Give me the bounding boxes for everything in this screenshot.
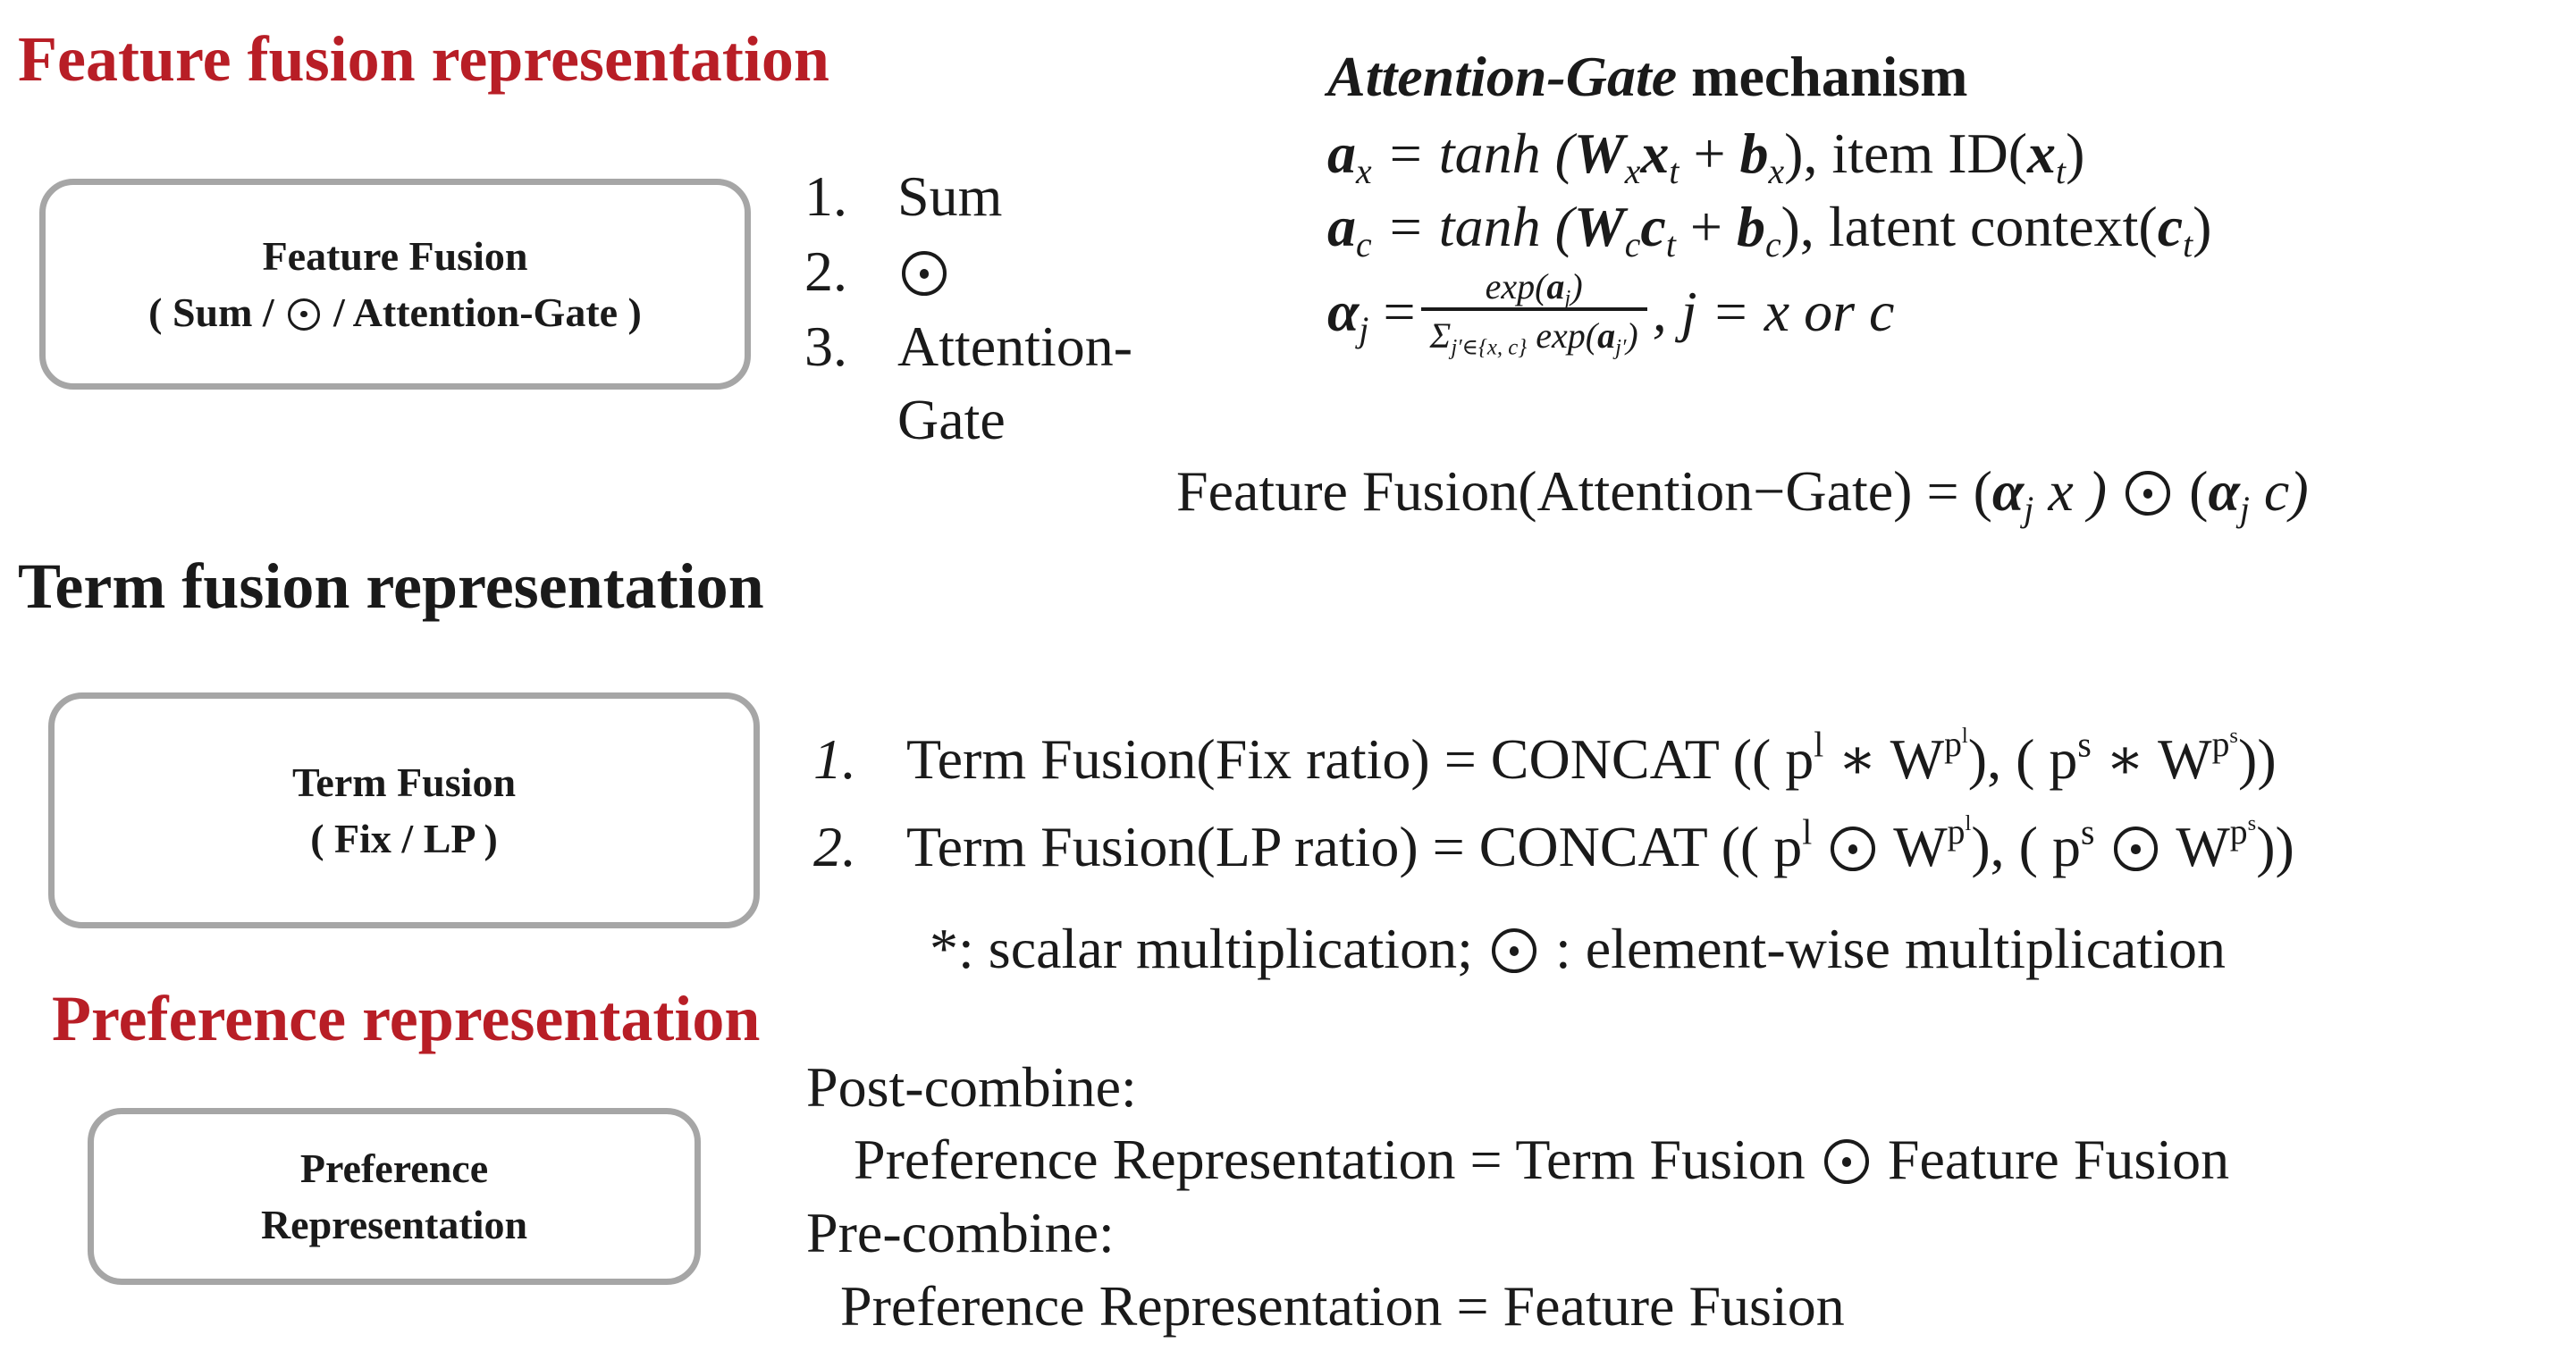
feature-fusion-heading: Feature fusion representation [18,23,829,95]
fusion-option-3-cont: Gate [897,388,1006,451]
eq-a-c: ac = tanh (Wcct + bc), latent context(ct… [1327,195,2212,264]
circled-dot-icon [902,251,947,297]
term-fusion-eq-lp: 2.Term Fusion(LP ratio) = CONCAT (( pl W… [813,811,2294,878]
operator-legend: *: scalar multiplication; : element-wise… [930,917,2226,980]
eq-a-x: ax = tanh (Wxxt + bx), item ID(xt) [1327,122,2085,191]
feature-fusion-equation: Feature Fusion(Attention−Gate) = (αj x )… [1176,459,2309,529]
term-fusion-eq-fix: 1.Term Fusion(Fix ratio) = CONCAT (( pl … [813,724,2277,791]
eq-alpha: αj = exp(aj) Σj′∈{x, c} exp(aj′) , j = x… [1327,266,1895,360]
pre-combine-equation: Preference Representation = Feature Fusi… [840,1274,1845,1338]
softmax-fraction: exp(aj) Σj′∈{x, c} exp(aj′) [1420,266,1647,358]
circled-dot-icon [2113,827,2159,872]
term-fusion-box: Term Fusion ( Fix / LP ) [48,692,760,928]
preference-box: Preference Representation [88,1108,701,1285]
post-combine-label: Post-combine: [806,1055,1137,1119]
pre-combine-label: Pre-combine: [806,1201,1115,1264]
circled-dot-icon [1491,928,1536,974]
fusion-option-3: 3.Attention- [804,315,1133,378]
preference-box-line1: Preference [299,1145,489,1191]
mechanism-title: Attention-Gate mechanism [1327,45,1968,108]
feature-fusion-box: Feature Fusion ( Sum / / Attention-Gate … [39,179,751,390]
term-fusion-heading: Term fusion representation [18,550,764,622]
fusion-option-1: 1.Sum [804,164,1003,228]
fusion-option-2: 2. [804,243,951,300]
preference-box-line2: Representation [260,1202,528,1247]
circled-dot-icon [1831,827,1876,872]
circled-dot-icon [2126,471,2171,516]
feature-fusion-box-title: Feature Fusion [262,232,528,279]
term-fusion-box-title: Term Fusion [291,759,517,805]
feature-fusion-box-subtitle: ( Sum / / Attention-Gate ) [148,290,642,335]
post-combine-equation: Preference Representation = Term Fusion … [854,1128,2230,1191]
circled-dot-icon [287,298,320,331]
term-fusion-box-subtitle: ( Fix / LP ) [310,816,498,861]
circled-dot-icon [1823,1139,1869,1185]
preference-heading: Preference representation [52,983,761,1054]
